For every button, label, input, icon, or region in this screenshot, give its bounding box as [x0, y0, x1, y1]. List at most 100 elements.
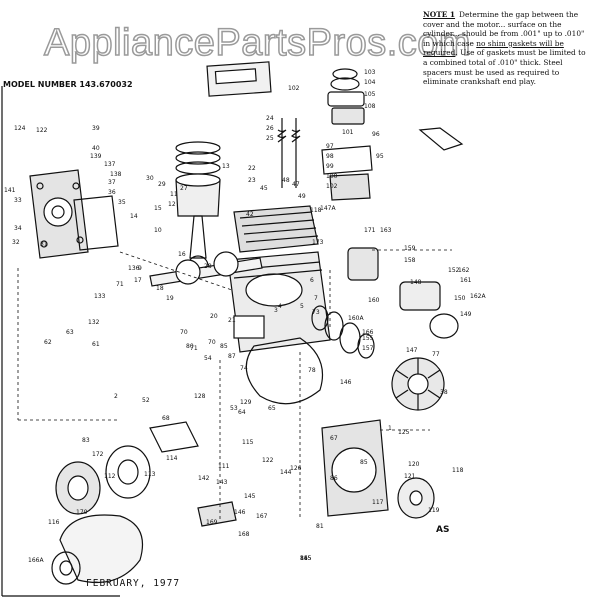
part-label: 71: [116, 281, 124, 288]
seal-5: [324, 311, 344, 341]
part-label: 21: [228, 317, 236, 324]
cover-gasket-102: [332, 68, 358, 80]
part-label: 15: [154, 205, 162, 212]
part-label: 47: [292, 181, 300, 188]
bracket-158: [418, 127, 464, 151]
note-text-underlined: no shim gaskets will be required: [423, 38, 564, 58]
part-label: 49: [298, 193, 306, 200]
part-label: 80: [186, 343, 194, 350]
part-label: 98: [326, 153, 334, 160]
part-label: 81: [316, 523, 324, 530]
lever-172: [149, 421, 199, 453]
stator-149: [429, 313, 459, 339]
part-label: 36: [108, 189, 116, 196]
breather-body-105: [331, 107, 365, 125]
part-label: 32: [12, 239, 20, 246]
part-label: 165: [300, 555, 312, 562]
part-label: 101: [342, 129, 354, 136]
part-label: 74: [240, 365, 248, 372]
part-label: 103: [364, 69, 376, 76]
part-label: 2: [114, 393, 118, 400]
part-label: 34: [14, 225, 22, 232]
part-label: 161: [460, 277, 472, 284]
part-label: 166: [362, 329, 374, 336]
part-label: 126: [290, 465, 302, 472]
part-label: 138: [110, 171, 122, 178]
part-label: 119: [428, 507, 440, 514]
part-label: 160: [368, 297, 380, 304]
part-label: 121: [404, 473, 416, 480]
part-label: 14: [130, 213, 138, 220]
part-label: 11: [170, 191, 178, 198]
part-label: 172: [92, 451, 104, 458]
part-label: 162A: [470, 293, 486, 300]
part-label: 144: [280, 469, 292, 476]
part-label: 10: [154, 227, 162, 234]
part-label: 45: [260, 185, 268, 192]
part-label: 137: [104, 161, 116, 168]
connecting-rod-15: [189, 215, 207, 259]
part-label: 31: [40, 241, 48, 248]
ignition-coil-171: [347, 247, 379, 281]
part-label: 5: [300, 303, 304, 310]
part-label: 166A: [28, 557, 44, 564]
part-label: 68: [162, 415, 170, 422]
part-label: 116: [48, 519, 60, 526]
part-label: 120: [408, 461, 420, 468]
wheel-118: [59, 514, 144, 584]
part-label: 141: [4, 187, 16, 194]
part-label: 99: [326, 163, 334, 170]
part-label: 86: [330, 475, 338, 482]
note-text-part1: Determine the gap between the cover and …: [423, 10, 585, 48]
part-label: 118: [452, 467, 464, 474]
part-label: 29: [158, 181, 166, 188]
part-label: 95: [376, 153, 384, 160]
part-label: 167: [256, 513, 268, 520]
part-label: 115: [300, 555, 312, 562]
flywheel-fins: [395, 358, 441, 410]
piston-ring-2: [175, 151, 221, 165]
part-label: 63: [66, 329, 74, 336]
part-label: 139: [90, 153, 102, 160]
part-label: 7: [314, 295, 318, 302]
part-label: 122: [262, 457, 274, 464]
part-label: 73: [312, 309, 320, 316]
part-label: 33: [14, 197, 22, 204]
cylinder-bore: [245, 273, 303, 307]
part-label: 62: [44, 339, 52, 346]
part-label: 128: [194, 393, 206, 400]
valve-spring-right: [290, 129, 301, 143]
part-label: 6: [310, 277, 314, 284]
part-label: 97: [326, 143, 334, 150]
part-label: 108: [364, 103, 376, 110]
part-label: 150: [454, 295, 466, 302]
publication-date: FEBRUARY, 1977: [86, 578, 181, 589]
part-label: 39: [92, 125, 100, 132]
hub-117: [51, 551, 81, 585]
block-port: [233, 315, 265, 339]
part-label: 122: [36, 127, 48, 134]
part-label: 147: [406, 347, 418, 354]
part-label: 168: [238, 531, 250, 538]
pad-166A: [197, 501, 237, 527]
part-label: 1: [388, 425, 392, 432]
part-label: 170: [76, 509, 88, 516]
part-label: 163: [380, 227, 392, 234]
part-label: 124: [14, 125, 26, 132]
part-label: 162: [458, 267, 470, 274]
part-label: 38: [440, 389, 448, 396]
part-label: 114: [166, 455, 178, 462]
part-label: 105: [364, 91, 376, 98]
part-label: 145: [244, 493, 256, 500]
part-label: 35: [118, 199, 126, 206]
part-label: 143: [216, 479, 228, 486]
part-label: 160A: [348, 315, 364, 322]
part-label: 77: [432, 351, 440, 358]
part-label: 84: [300, 555, 308, 562]
part-label: 115: [242, 439, 254, 446]
gasket-32: [73, 195, 119, 251]
part-label: 78: [308, 367, 316, 374]
